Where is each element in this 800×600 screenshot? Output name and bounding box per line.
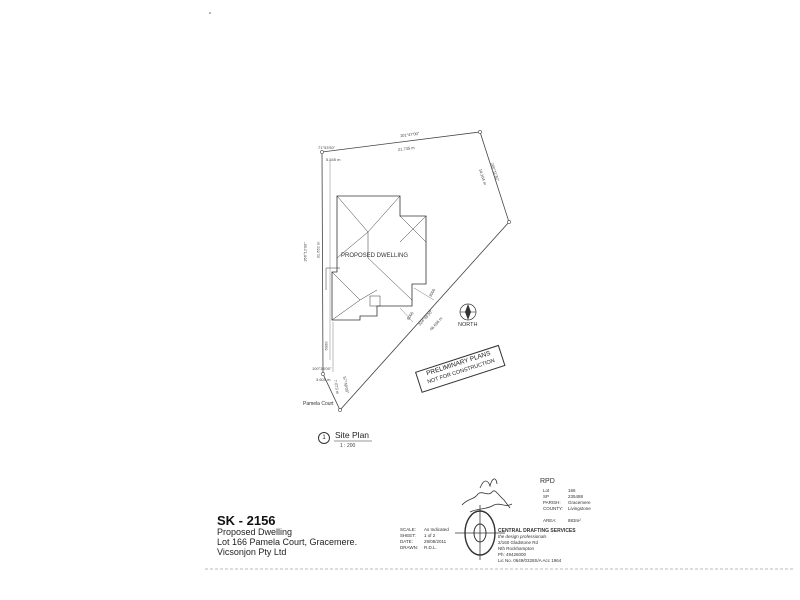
site-plan-title: Site Plan <box>335 430 370 440</box>
site-plan-scale: 1 : 200 <box>340 443 356 449</box>
project-line-1: Proposed Dwelling <box>217 527 293 537</box>
dist-left: 31.652 m <box>315 241 321 259</box>
company-logo <box>455 505 505 560</box>
signature <box>461 478 513 513</box>
lot-boundary <box>321 131 510 411</box>
company-name: CENTRAL DRAFTING SERVICES <box>498 528 576 534</box>
client-name: Vicsonjon Pty Ltd <box>217 547 287 557</box>
dist-top-left: 5.545 m <box>326 157 341 162</box>
view-number: 1 <box>318 432 330 444</box>
sheet-code: SK - 2156 <box>217 513 276 528</box>
dwelling-footprint <box>325 195 427 321</box>
title-block-labels: SCALE: SHEET: DATE: DRAWN: <box>400 527 419 550</box>
project-line-2: Lot 166 Pamela Court, Gracemere. <box>217 537 358 547</box>
bearing-bottom: 100°38'00" <box>312 366 332 371</box>
dwelling-label: PROPOSED DWELLING <box>341 253 409 259</box>
bearing-left: 356°12'00" <box>302 242 308 262</box>
street-label: Pamela Court <box>303 401 334 407</box>
setback-front: 6000 <box>323 341 329 351</box>
rpd-values: 166 235488 Gracemere Livingstone 883m² <box>568 488 591 523</box>
north-label: NORTH <box>458 322 478 328</box>
dist-bottom: 3.605 m <box>316 377 331 382</box>
company-tagline: the design professionals <box>498 534 547 539</box>
setback-dimensions <box>332 287 435 372</box>
boundary-pegs <box>320 130 511 412</box>
rpd-labels: Lot SP PARISH: COUNTY: AREA: <box>543 488 564 523</box>
bearing-top-left: 71°53'50" <box>318 145 336 150</box>
north-arrow <box>459 303 477 321</box>
rpd-heading: RPD <box>540 478 555 485</box>
title-block-values: As Indicated 1 of 2 29/08/2011 R.D.L. <box>424 527 449 550</box>
company-details: CENTRAL DRAFTING SERVICES the design pro… <box>498 528 593 564</box>
